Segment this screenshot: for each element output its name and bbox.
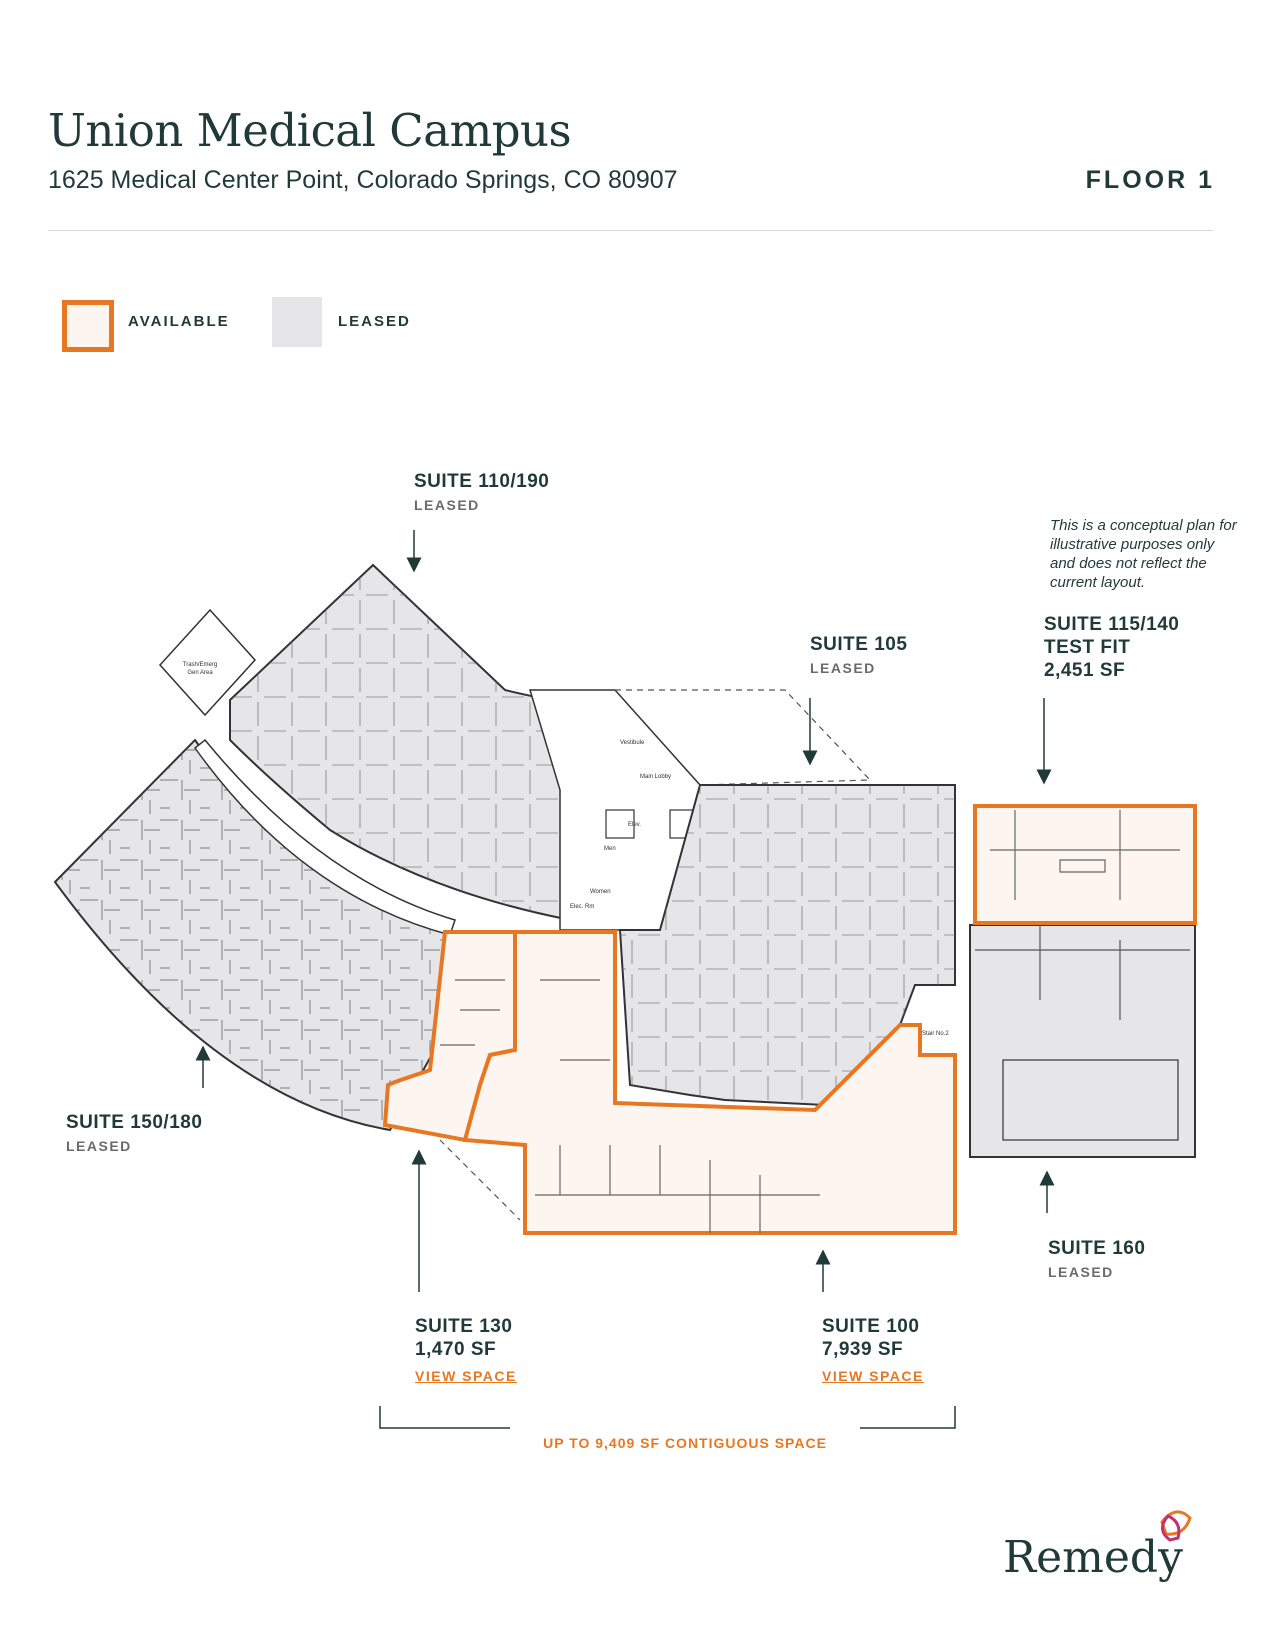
main-lobby-label: Main Lobby xyxy=(640,774,671,780)
suite-110-190-status: LEASED xyxy=(414,497,480,513)
suite-160-title: SUITE 160 xyxy=(1048,1238,1146,1259)
suite-105-title: SUITE 105 xyxy=(810,634,908,655)
legend-leased-label: LEASED xyxy=(338,313,411,330)
men-label: Men xyxy=(604,846,616,852)
suite-160-status: LEASED xyxy=(1048,1264,1114,1280)
canopy-outline xyxy=(615,689,872,786)
suite-115-140-title: SUITE 115/140 xyxy=(1044,614,1180,635)
leased-suite-160: Stair No.2 xyxy=(922,924,1196,1158)
contiguous-space-label: UP TO 9,409 SF CONTIGUOUS SPACE xyxy=(520,1435,850,1451)
disclaimer-note: This is a conceptual plan for illustrati… xyxy=(1050,517,1237,591)
gen-area-label: Gen Area xyxy=(187,670,213,676)
header-divider xyxy=(48,230,1213,231)
suite-100-view-space-link[interactable]: VIEW SPACE xyxy=(822,1368,924,1384)
legend-leased-swatch xyxy=(272,297,322,347)
vestibule-label: Vestibule xyxy=(620,740,645,746)
elec-room-label: Elec. Rm xyxy=(570,904,594,910)
suite-115-140-size: 2,451 SF xyxy=(1044,660,1126,681)
suite-130-view-space-link[interactable]: VIEW SPACE xyxy=(415,1368,517,1384)
suite-115-140-available[interactable] xyxy=(973,804,1197,925)
suite-100-title: SUITE 100 xyxy=(822,1316,920,1337)
suite-110-190-title: SUITE 110/190 xyxy=(414,471,550,492)
suite-130-size: 1,470 SF xyxy=(415,1339,497,1360)
suite-115-140-test-fit: TEST FIT xyxy=(1044,637,1131,658)
leased-suite-105 xyxy=(618,784,956,1107)
page-title: Union Medical Campus xyxy=(48,104,572,157)
contiguous-bracket xyxy=(379,1406,956,1429)
elevator-label: Elev. xyxy=(628,822,641,828)
suite-150-180-title: SUITE 150/180 xyxy=(66,1112,203,1133)
suite-130-title: SUITE 130 xyxy=(415,1316,513,1337)
trash-gen-area: Trash/Emerg Gen Area xyxy=(158,608,257,717)
legend-available-label: AVAILABLE xyxy=(128,313,230,330)
suite-100-available[interactable] xyxy=(462,930,957,1235)
trash-label: Trash/Emerg xyxy=(183,662,217,668)
women-label: Women xyxy=(590,889,611,895)
address: 1625 Medical Center Point, Colorado Spri… xyxy=(48,166,678,194)
remedy-logo-icon xyxy=(1160,1510,1192,1542)
suite-150-180-status: LEASED xyxy=(66,1138,132,1154)
stair-2-label: Stair No.2 xyxy=(922,1031,949,1037)
floor-label: FLOOR 1 xyxy=(1085,166,1215,194)
legend-available-swatch xyxy=(62,300,114,352)
suite-105-status: LEASED xyxy=(810,660,876,676)
suite-100-size: 7,939 SF xyxy=(822,1339,904,1360)
brand-name: Remedy xyxy=(1003,1532,1183,1583)
